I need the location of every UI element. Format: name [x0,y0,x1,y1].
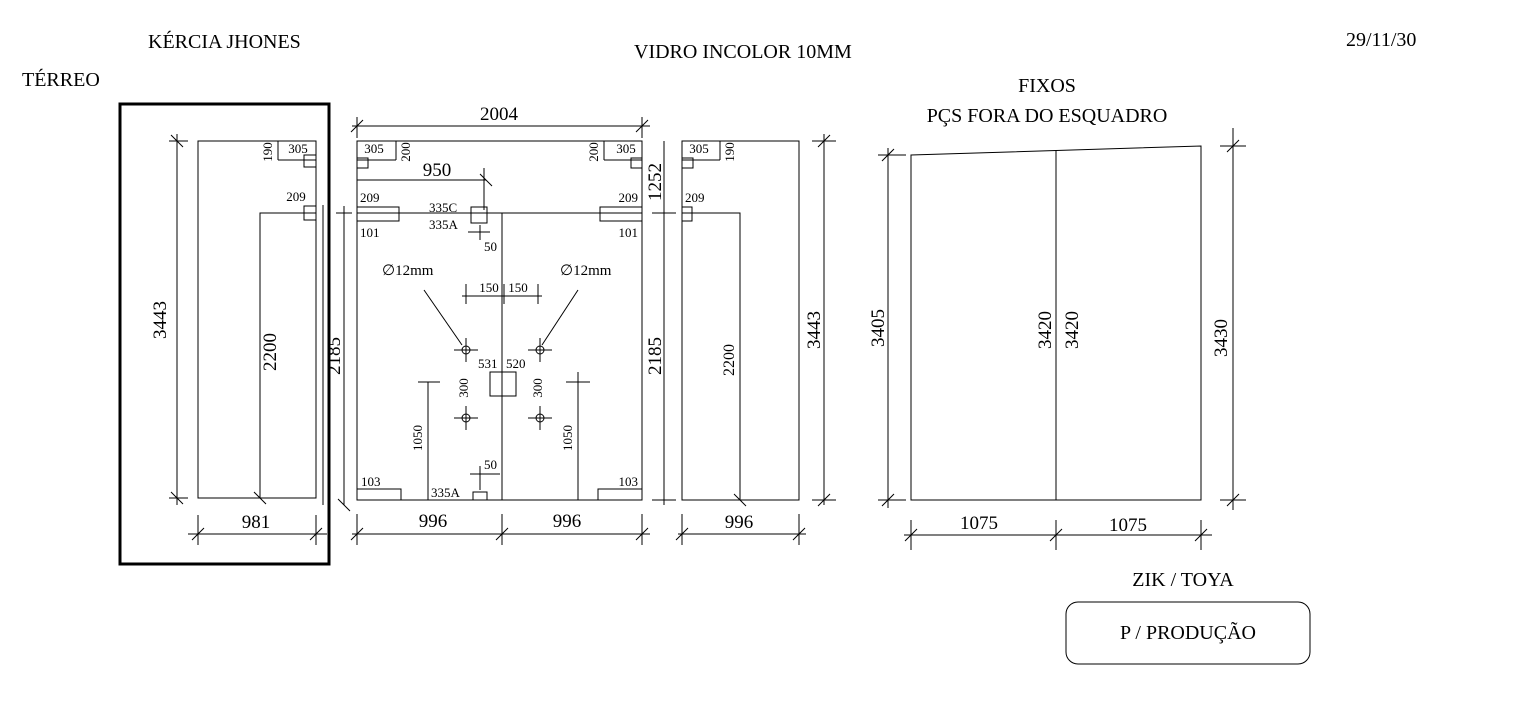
date-label: 29/11/30 [1346,29,1416,51]
door-gap-50-top: 50 [484,239,497,254]
door-v1050-right: 1050 [560,425,575,451]
panel-a-outline [197,140,317,499]
panel-a-inner-line [259,212,316,498]
panel-a-width: 981 [242,512,271,533]
door-space-150-left: 150 [479,280,499,295]
client-name: KÉRCIA JHONES [148,30,301,53]
door-handle-c: 335C [429,200,457,215]
door-panel[interactable]: 2004 305 200 305 200 950 209 101 209 101… [324,104,676,545]
door-v103-left: 103 [361,474,381,489]
panel-a-inner-height: 2200 [260,333,281,371]
fixed-left-height: 3405 [868,309,889,347]
panel-c-notch-h: 190 [722,142,737,162]
door-panel-outline [356,140,643,501]
panel-a-hinge: 209 [286,189,306,204]
status-button[interactable]: P / PRODUÇÃO [1065,601,1311,665]
door-bottom-left: 996 [419,511,448,532]
selection-frame [118,102,331,566]
status-button-label: P / PRODUÇÃO [1120,620,1256,644]
door-side-1252: 1252 [645,163,666,201]
door-hole-right: ∅12mm [560,263,612,279]
panel-c-inner-height: 2200 [721,344,738,376]
project-label: ZIK / TOYA [1132,569,1234,591]
door-v1050-left: 1050 [410,425,425,451]
door-left-height: 2185 [324,337,345,375]
door-v300-left: 300 [456,378,471,398]
door-v103-right: 103 [619,474,639,489]
door-handle-a-top: 335A [429,217,459,232]
panel-a-height: 3443 [150,301,171,339]
door-right-hinge-top: 209 [619,190,639,205]
door-val-531: 531 [478,356,498,371]
door-gap-50-bottom: 50 [484,457,497,472]
fixed-bottom-right: 1075 [1109,515,1147,536]
fixed-title: FIXOS [1018,75,1076,97]
panel-a[interactable]: 3443 2200 981 305 190 209 [118,102,331,566]
door-val-520: 520 [506,356,526,371]
door-right-hinge-bottom: 101 [619,225,639,240]
panel-c-height: 3443 [804,311,825,349]
panel-c-width: 996 [725,512,754,533]
status-button-box [1065,601,1311,665]
door-left-hinge-bottom: 101 [360,225,380,240]
door-left-notch-w: 305 [364,141,384,156]
panel-c-hinge: 209 [685,190,705,205]
fixed-mid-left: 3420 [1035,311,1056,349]
door-v300-right: 300 [530,378,545,398]
fixed-panel[interactable]: 3405 3420 3420 3430 1075 1075 [868,128,1246,550]
door-bottom-right: 996 [553,511,582,532]
door-top-width: 2004 [480,104,519,125]
door-right-notch-w: 305 [616,141,636,156]
door-left-notch-h: 200 [398,142,413,162]
fixed-panel-outline [910,145,1202,501]
fixed-subtitle: PÇS FORA DO ESQUADRO [927,105,1168,127]
panel-a-notch-w: 305 [288,141,308,156]
fixed-bottom-left: 1075 [960,513,998,534]
door-right-height: 2185 [645,337,666,375]
door-space-150-right: 150 [508,280,528,295]
door-hole-left: ∅12mm [382,263,434,279]
door-right-notch-h: 200 [586,142,601,162]
door-offset-950: 950 [423,160,452,181]
panel-c[interactable]: 305 190 209 2200 3443 996 [675,134,836,545]
door-left-hinge-top: 209 [360,190,380,205]
fixed-mid-right: 3420 [1062,311,1083,349]
panel-c-notch-w: 305 [689,141,709,156]
door-handle-a-bottom: 335A [431,485,461,500]
floor-label: TÉRREO [22,68,100,91]
material-label: VIDRO INCOLOR 10MM [634,41,852,63]
fixed-right-height: 3430 [1211,319,1232,357]
panel-a-notch-h: 190 [260,142,275,162]
